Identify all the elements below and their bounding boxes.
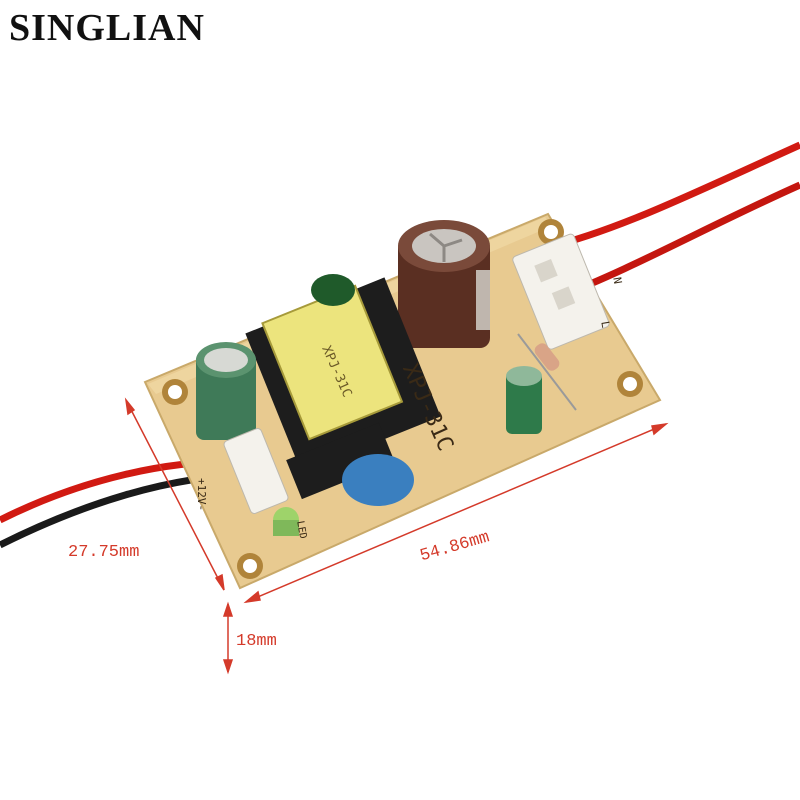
input-connector bbox=[512, 233, 610, 350]
output-connector bbox=[223, 428, 289, 514]
y-capacitor bbox=[342, 454, 414, 506]
brand-logo: SINGLIAN bbox=[9, 7, 205, 49]
bulk-capacitor bbox=[398, 220, 490, 348]
width-dimension: 27.75mm bbox=[68, 543, 140, 562]
output-capacitor bbox=[196, 342, 256, 440]
mounting-holes bbox=[162, 219, 643, 579]
thickness-dimension: 18mm bbox=[236, 632, 277, 651]
input-wire-1 bbox=[544, 141, 800, 252]
dimension-lines bbox=[124, 397, 669, 675]
film-capacitor bbox=[311, 274, 355, 306]
fuse-resistor bbox=[517, 333, 577, 411]
transformer bbox=[245, 277, 441, 500]
output-voltage-label: +12V- bbox=[195, 478, 208, 512]
small-capacitor bbox=[506, 366, 542, 434]
led bbox=[273, 507, 299, 536]
